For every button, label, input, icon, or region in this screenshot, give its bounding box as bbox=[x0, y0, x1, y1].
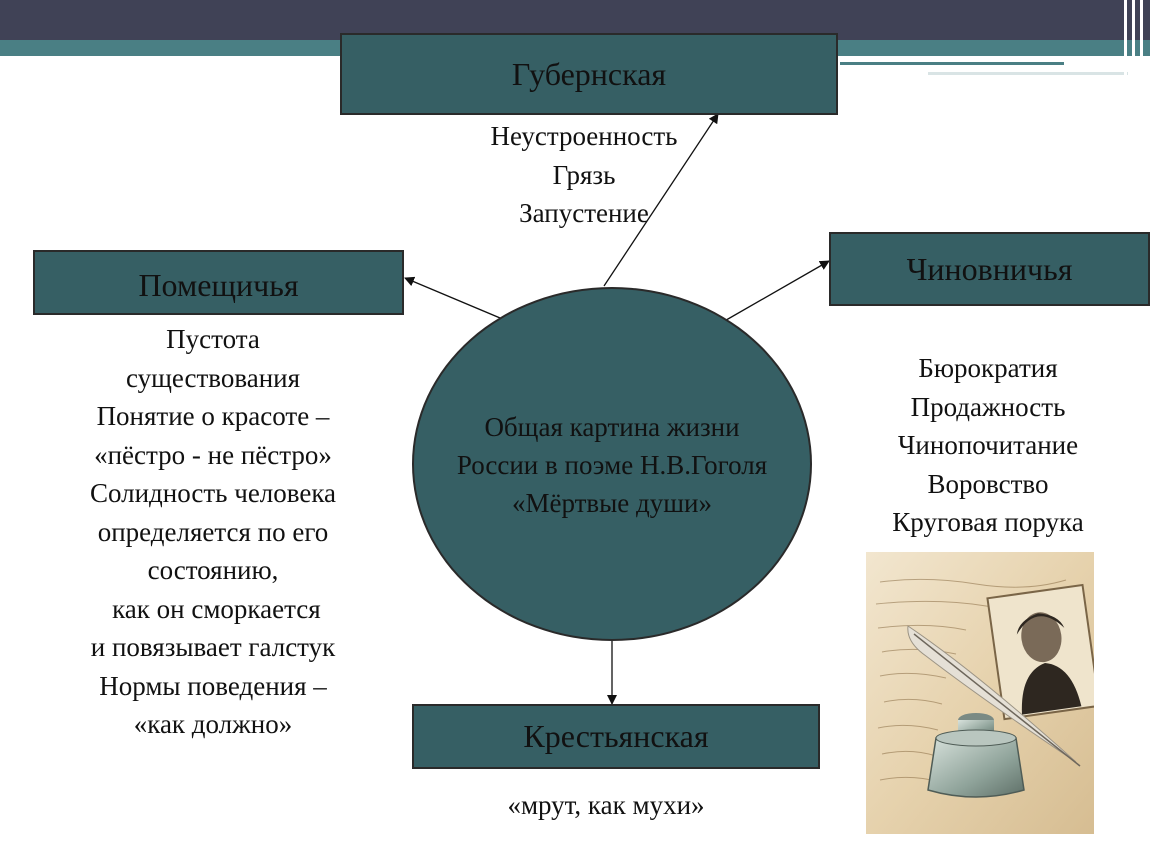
arrow-to-right bbox=[720, 260, 830, 324]
trait-item: Солидность человека bbox=[89, 478, 337, 508]
landowner-traits: Пустота существования Понятие о красоте … bbox=[43, 320, 383, 744]
arrow-to-top bbox=[603, 113, 719, 287]
node-peasant: Крестьянская bbox=[412, 704, 820, 769]
node-label: Чиновничья bbox=[906, 250, 1073, 287]
node-provincial: Губернская bbox=[340, 33, 838, 115]
trait-item: состоянию, bbox=[147, 555, 279, 585]
trait-item: Бюрократия bbox=[918, 353, 1058, 383]
peasant-traits: «мрут, как мухи» bbox=[456, 786, 756, 825]
trait-item: Чинопочитание bbox=[897, 430, 1079, 460]
trait-item: Продажность bbox=[910, 391, 1066, 422]
header-accent-line-light bbox=[928, 72, 1128, 75]
quill-inkwell-illustration bbox=[866, 552, 1094, 834]
trait-item: Запустение bbox=[519, 198, 649, 228]
arrow-to-left bbox=[404, 276, 513, 324]
trait-item: Нормы поведения – bbox=[99, 670, 327, 701]
trait-item: и повязывает галстук bbox=[90, 632, 336, 662]
center-line: «Мёртвые души» bbox=[511, 488, 713, 518]
trait-item: Круговая порука bbox=[892, 507, 1084, 537]
trait-item: существования bbox=[125, 362, 301, 393]
trait-item: «пёстро - не пёстро» bbox=[94, 439, 332, 470]
trait-item: Неустроенность bbox=[490, 121, 678, 151]
node-bureaucratic: Чиновничья bbox=[829, 232, 1150, 306]
center-circle bbox=[412, 287, 812, 641]
header-stripes bbox=[1120, 0, 1150, 78]
trait-item: Понятие о красоте – bbox=[96, 401, 330, 431]
node-label: Помещичья bbox=[138, 267, 299, 303]
trait-item: Грязь bbox=[552, 159, 616, 190]
center-line: России в поэме Н.В.Гоголя bbox=[456, 450, 768, 480]
trait-item: «как должно» bbox=[133, 709, 293, 739]
center-text: Общая картина жизни России в поэме Н.В.Г… bbox=[402, 408, 822, 522]
trait-item: как он сморкается bbox=[105, 593, 321, 624]
trait-item: определяется по его bbox=[97, 516, 329, 547]
bureaucratic-traits: Бюрократия Продажность Чинопочитание Вор… bbox=[848, 349, 1128, 542]
provincial-traits: Неустроенность Грязь Запустение bbox=[434, 117, 734, 233]
header-accent-line bbox=[840, 62, 1064, 65]
trait-item: «мрут, как мухи» bbox=[507, 790, 705, 820]
node-landowner: Помещичья bbox=[33, 250, 404, 315]
node-label: Крестьянская bbox=[523, 718, 709, 754]
center-line: Общая картина жизни bbox=[484, 412, 740, 442]
trait-item: Пустота bbox=[166, 324, 260, 354]
trait-item: Воровство bbox=[927, 468, 1049, 499]
node-label: Губернская bbox=[511, 55, 667, 92]
